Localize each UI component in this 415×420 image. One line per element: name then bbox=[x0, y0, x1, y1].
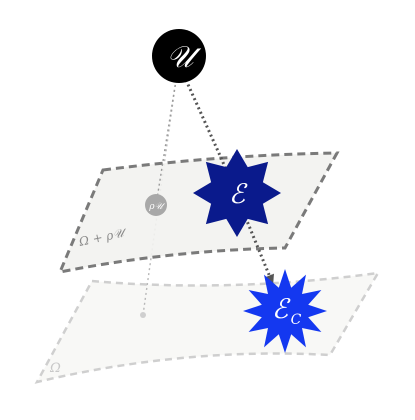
ec-node: ℰ C bbox=[243, 269, 327, 353]
rho-u-node: ρ𝒰 bbox=[145, 194, 167, 216]
e-label: ℰ bbox=[229, 179, 248, 210]
ec-label: ℰ bbox=[272, 294, 291, 325]
e-node: ℰ bbox=[193, 149, 281, 237]
ec-subscript: C bbox=[291, 312, 302, 328]
upper-plane: Ω + ρ𝒰 bbox=[57, 151, 340, 275]
u-node: 𝒰 bbox=[152, 29, 206, 83]
rho-u-label: ρ𝒰 bbox=[148, 202, 165, 212]
arrow-u-to-ec bbox=[184, 79, 274, 285]
guide-line-upper bbox=[155, 79, 177, 206]
lower-plane: Ω bbox=[34, 271, 381, 384]
lower-plane-label: Ω bbox=[49, 361, 61, 376]
guide-end-dot bbox=[140, 312, 146, 318]
